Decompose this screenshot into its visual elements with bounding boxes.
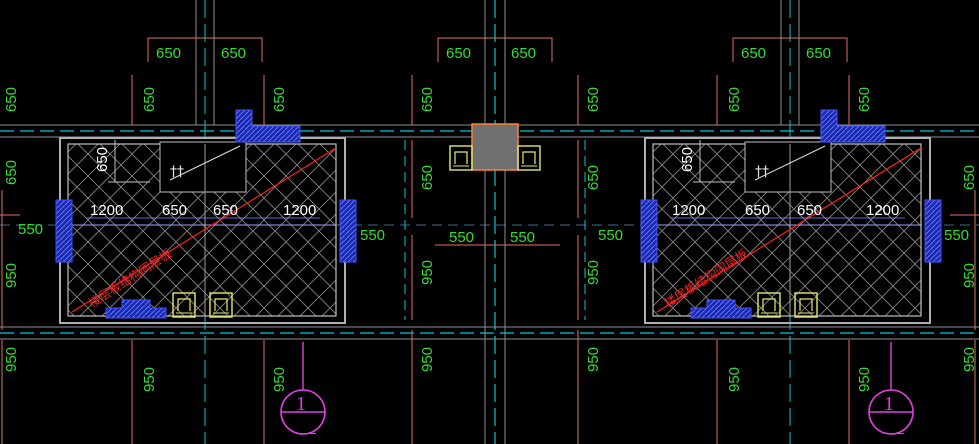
dim-text: 550 (360, 227, 385, 244)
room-dim-text: 650 (213, 202, 238, 219)
dim-text: 650 (141, 87, 158, 112)
dim-text: 950 (141, 367, 158, 392)
dim-text: 650 (446, 45, 471, 62)
dim-text: 950 (3, 347, 20, 372)
section-mark-bottom: — (295, 421, 317, 443)
sign-plate-icon: †† (169, 145, 241, 181)
room-dim-text: 650 (745, 202, 770, 219)
section-mark-top: 1 (296, 393, 306, 415)
dim-text: 650 (741, 45, 766, 62)
dim-text: 950 (419, 260, 436, 285)
dim-text: 950 (726, 367, 743, 392)
dim-text: 650 (271, 87, 288, 112)
dim-text: 550 (510, 229, 535, 246)
dim-text: 550 (944, 227, 969, 244)
fixture-icon (517, 145, 541, 171)
dim-text: 550 (449, 229, 474, 246)
sign-plate-icon-right: †† (754, 145, 826, 181)
dim-text: 950 (585, 260, 602, 285)
dim-text: 950 (961, 347, 978, 372)
room-dim-text: 1200 (866, 202, 899, 219)
dim-text: 950 (856, 367, 873, 392)
section-mark-top: 1 (884, 393, 894, 415)
dim-text: 650 (3, 160, 20, 185)
svg-text:††: †† (755, 164, 769, 180)
dim-text: 650 (419, 165, 436, 190)
dim-text: 550 (598, 227, 623, 244)
room-dim-text: 1200 (90, 202, 123, 219)
section-marker-icon: 1 — (868, 341, 914, 443)
center-column-group (449, 123, 541, 171)
dim-text: 650 (585, 165, 602, 190)
dim-text: 650 (511, 45, 536, 62)
dim-text: 950 (3, 263, 20, 288)
room-dim-text: 650 (94, 147, 111, 172)
room-dim-text: 1200 (672, 202, 705, 219)
dim-text: 650 (221, 45, 246, 62)
dim-text: 950 (585, 347, 602, 372)
dimension-texts: 650 650 650 650 650 650 650 650 650 650 … (3, 45, 978, 392)
room-dim-text: 650 (162, 202, 187, 219)
dim-text: 550 (18, 221, 43, 238)
dim-text: 650 (3, 87, 20, 112)
dim-text: 650 (856, 87, 873, 112)
column-icon (471, 123, 519, 171)
room-dim-text: 1200 (283, 202, 316, 219)
dim-text: 650 (156, 45, 181, 62)
room-dim-text: 650 (679, 147, 696, 172)
section-marker-icon: 1 — (280, 341, 326, 443)
dim-text: 650 (726, 87, 743, 112)
svg-text:††: †† (170, 164, 184, 180)
dim-text: 650 (419, 87, 436, 112)
room-dimension-texts: 1200 650 650 1200 650 1200 650 650 1200 … (90, 147, 899, 219)
dim-text: 650 (585, 87, 602, 112)
dim-text: 650 (806, 45, 831, 62)
dim-text: 650 (961, 165, 978, 190)
section-mark-bottom: — (883, 421, 905, 443)
dimension-lines (0, 37, 979, 444)
dim-text: 950 (271, 367, 288, 392)
fixture-icon (449, 145, 473, 171)
dim-text: 950 (419, 347, 436, 372)
room-dim-text: 650 (797, 202, 822, 219)
dim-text: 950 (961, 263, 978, 288)
